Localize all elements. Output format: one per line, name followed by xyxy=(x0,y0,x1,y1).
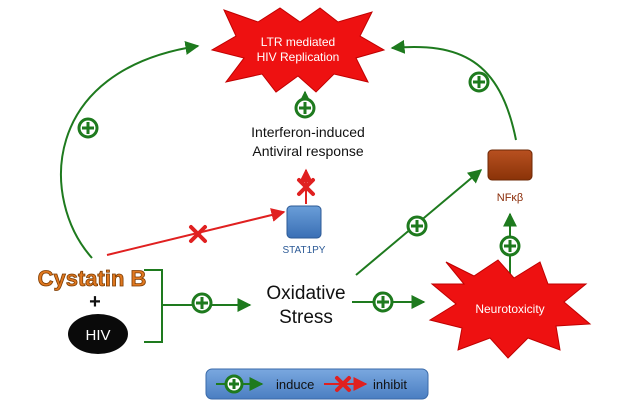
legend-induce-icon xyxy=(224,374,244,394)
induce-marker-left-arc xyxy=(77,117,99,139)
induce-marker-interferon xyxy=(294,97,316,119)
interferon-label-line1: Interferon-induced xyxy=(251,124,365,140)
interferon-label-line2: Antiviral response xyxy=(252,143,363,159)
legend-inhibit-icon xyxy=(335,376,351,392)
ltr-label-line1: LTR mediated xyxy=(261,35,335,49)
induce-marker-oxidative-nfkb xyxy=(406,215,428,237)
hiv-label: HIV xyxy=(85,327,110,344)
legend-inhibit-label: inhibit xyxy=(373,377,407,392)
arc-to-ltr-left xyxy=(60,40,200,259)
induce-marker-oxidative-neuro xyxy=(372,291,394,313)
neurotoxicity-burst: Neurotoxicity xyxy=(428,259,592,359)
arc-nfkb-to-ltr xyxy=(390,39,517,141)
cystatin-label: Cystatin B xyxy=(38,266,147,291)
nfkb-label: NFκβ xyxy=(497,192,524,204)
ltr-burst: LTR mediated HIV Replication xyxy=(210,7,386,93)
inhibit-marker-cystatin-stat1 xyxy=(189,225,207,243)
neurotoxicity-label: Neurotoxicity xyxy=(475,302,544,316)
stat1-label: STAT1PY xyxy=(283,245,326,256)
ltr-label-line2: HIV Replication xyxy=(257,50,340,64)
inhibit-marker-stat1-interferon xyxy=(297,178,315,196)
nfkb-box xyxy=(487,149,533,181)
plus-sign: + xyxy=(89,291,101,313)
induce-marker-bracket xyxy=(191,292,213,314)
oxidative-label-line2: Stress xyxy=(279,307,333,328)
legend-box xyxy=(205,368,429,400)
legend-induce-label: induce xyxy=(276,377,314,392)
legend: induce inhibit xyxy=(205,368,429,400)
oxidative-label-line1: Oxidative xyxy=(266,283,345,304)
induce-marker-neuro-nfkb xyxy=(499,235,521,257)
stat1-box xyxy=(286,205,322,239)
induce-marker-right-arc xyxy=(468,71,490,93)
hiv-ellipse xyxy=(68,314,128,354)
